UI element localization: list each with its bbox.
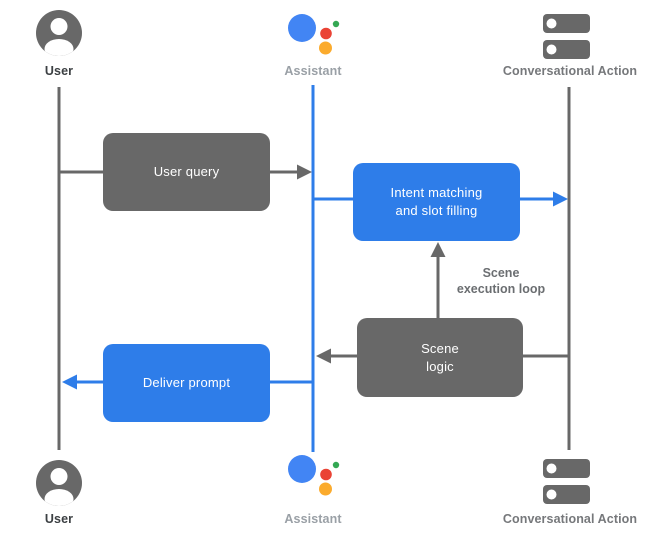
intent-matching-node-label-line1: Intent matching [390,185,483,200]
deliver-prompt-node-label: Deliver prompt [142,375,231,390]
user-query-node-label: User query [153,164,220,179]
conversational-action-icon [543,14,590,59]
assistant-lane-label-bottom: Assistant [284,512,342,526]
intent-matching-node-label-line2: and slot filling [395,203,478,218]
assistant-icon [288,14,340,55]
assistant-icon [288,455,340,496]
conversational-action-lane-label-bottom: Conversational Action [502,512,638,526]
conversational-action-icon [543,459,590,504]
scene-execution-loop-label-line2: execution loop [456,282,546,296]
scene-logic-node-label-line2: logic [426,358,454,374]
user-query-arrowhead [297,164,312,180]
scene-logic-node-label-line1: Scene [421,340,459,356]
scene-execution-loop-label: Scene execution loop [457,265,545,297]
scene-execution-loop-label-line1: Scene [482,266,520,280]
deliver-prompt-node: Deliver prompt [103,344,270,422]
scene-logic-arrowhead [316,348,331,364]
scene-loop-arrowhead [430,242,446,257]
user-icon [36,460,82,506]
intent-matching-node: Intent matching and slot filling [353,163,520,241]
user-icon [36,10,82,56]
user-lane-label-bottom: User [44,512,74,526]
user-lane-label-top: User [44,64,74,78]
conversational-action-lane-label-top: Conversational Action [502,64,638,78]
intent-arrowhead [553,191,568,207]
user-query-node: User query [103,133,270,211]
scene-logic-node: Scene logic [357,318,523,397]
deliver-prompt-arrowhead [62,374,77,390]
assistant-lane-label-top: Assistant [284,64,342,78]
